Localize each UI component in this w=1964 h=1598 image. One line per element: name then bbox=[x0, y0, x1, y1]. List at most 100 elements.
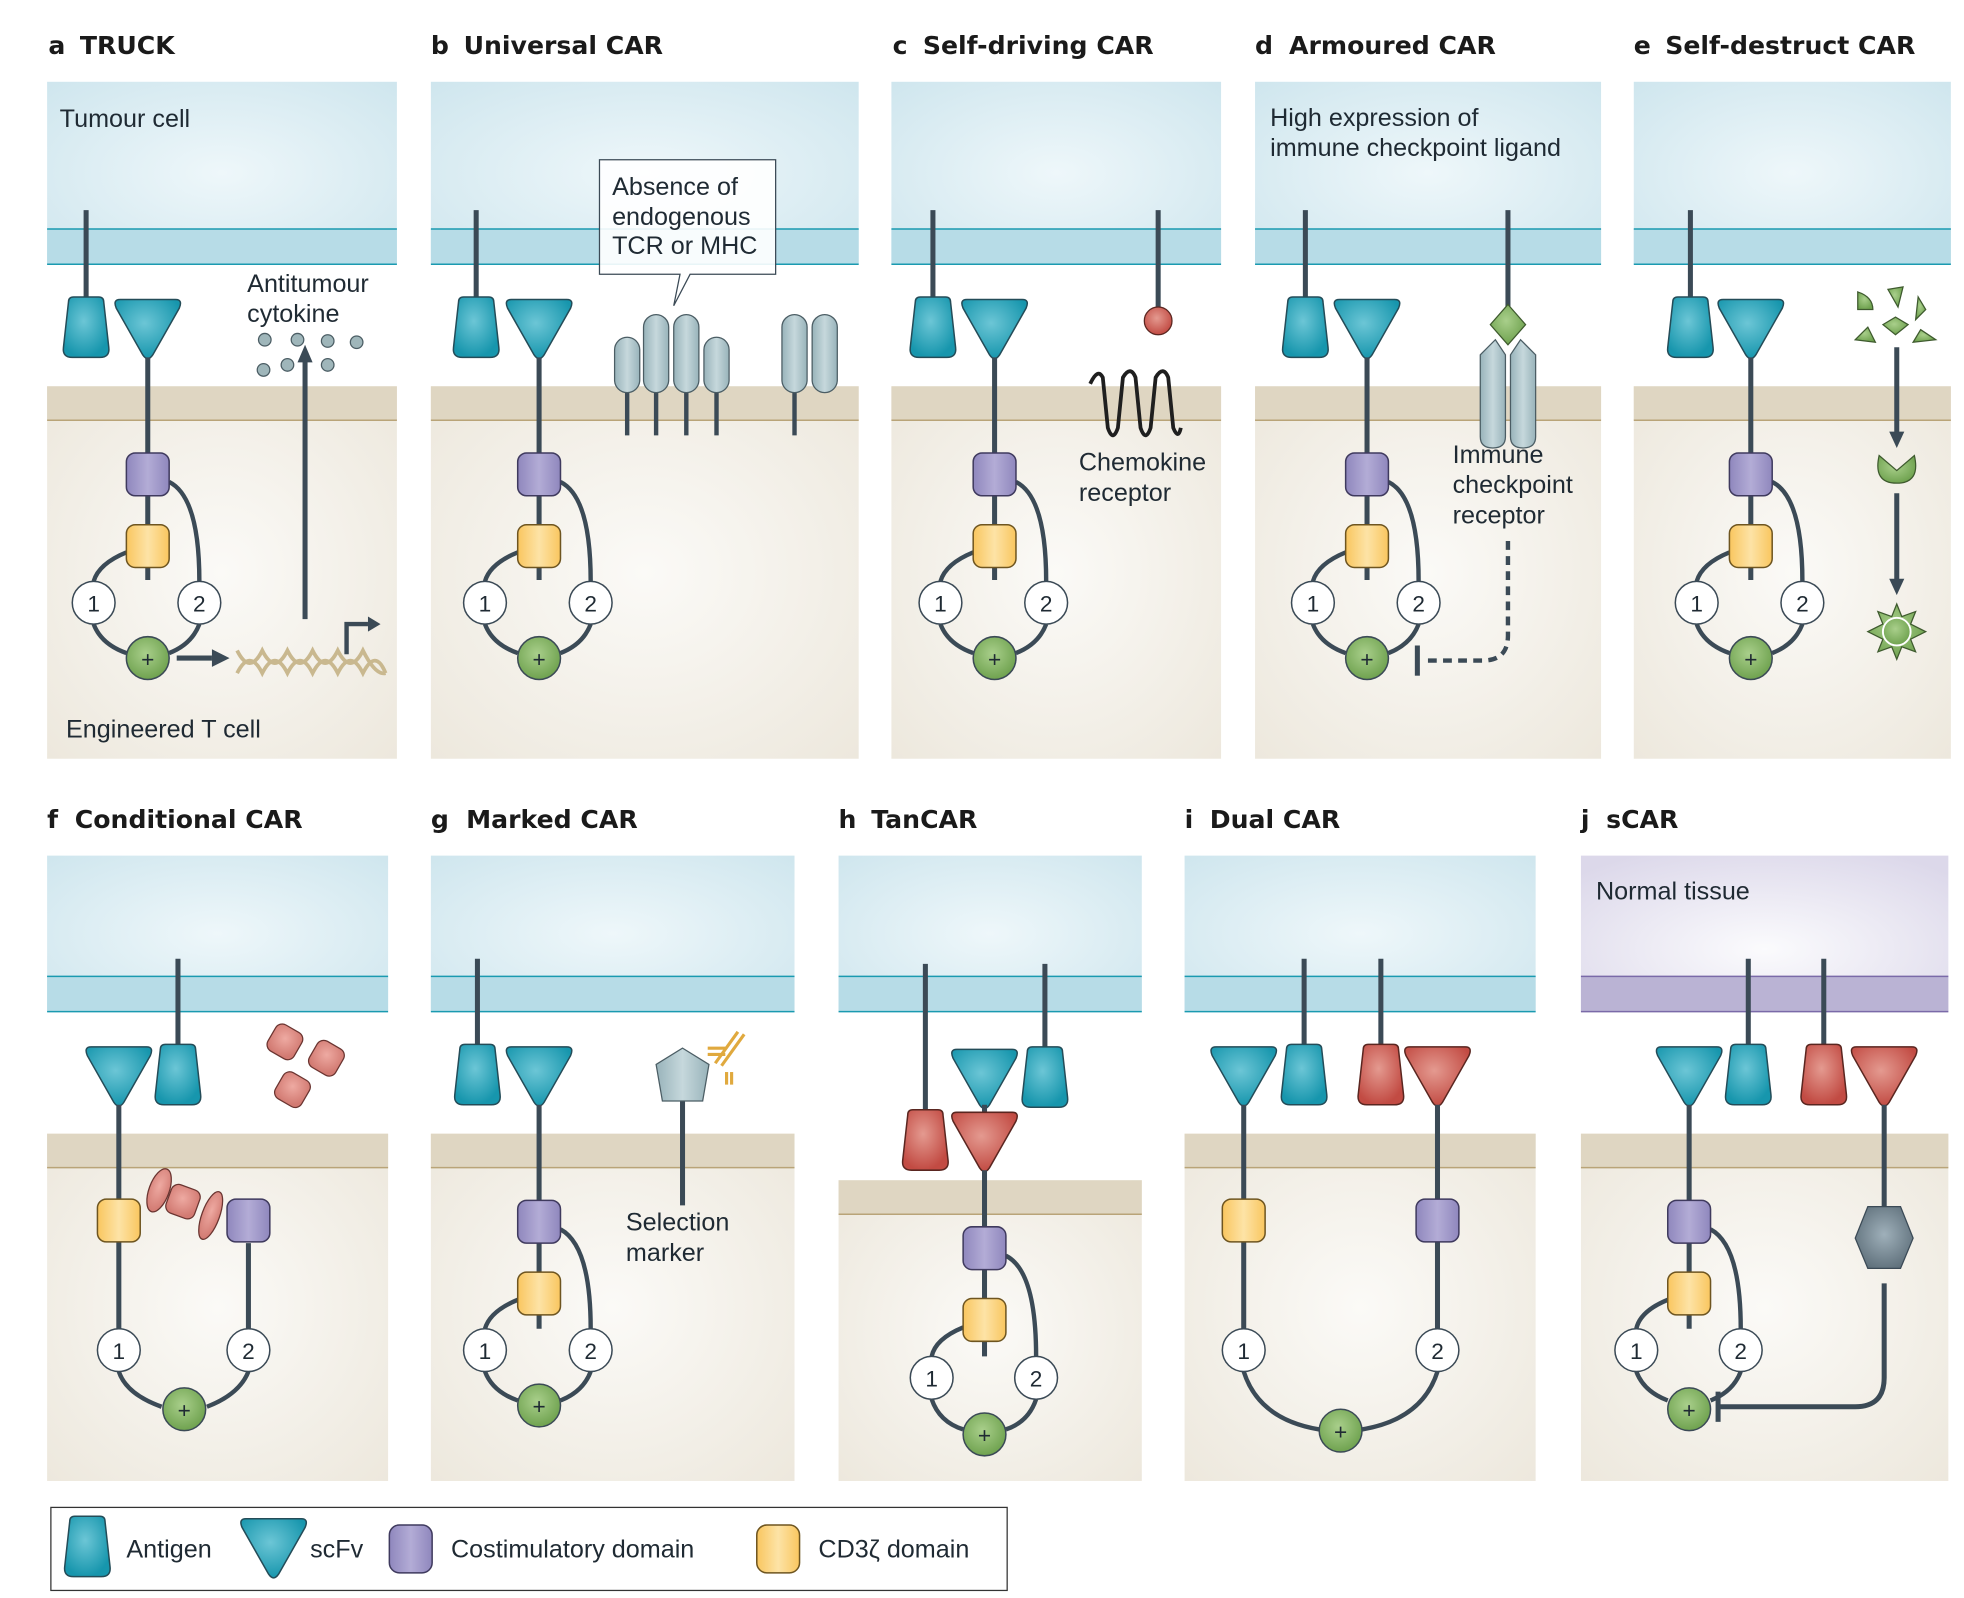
costimulatory-domain-icon bbox=[226, 1198, 271, 1243]
signal-1-label: 1 bbox=[934, 591, 947, 616]
panel-h-tancar: h TanCAR 1 2 + bbox=[838, 805, 1142, 1481]
signal-1-label: 1 bbox=[1690, 591, 1703, 616]
scfv-icon bbox=[505, 1046, 573, 1107]
signal-1-label: 1 bbox=[1630, 1339, 1643, 1364]
t-cell-membrane bbox=[47, 386, 397, 421]
legend-scfv-label: scFv bbox=[310, 1536, 364, 1564]
panel-b-universal-car: b Universal CAR 1 2 + bbox=[430, 31, 859, 759]
panel-c-letter: c bbox=[893, 31, 908, 60]
antigen-icon bbox=[154, 1043, 202, 1106]
costimulatory-domain-icon bbox=[1344, 452, 1390, 497]
activation-label: + bbox=[1360, 647, 1373, 672]
panel-g-letter: g bbox=[431, 805, 449, 834]
tumour-cell-label: Tumour cell bbox=[60, 105, 190, 133]
panel-i-letter: i bbox=[1185, 805, 1194, 834]
panel-j-letter: j bbox=[1580, 805, 1590, 834]
panel-j-title: sCAR bbox=[1606, 805, 1678, 834]
signal-1-label: 1 bbox=[113, 1339, 126, 1364]
panel-e-letter: e bbox=[1634, 31, 1651, 60]
selection-marker-label-1: Selection bbox=[626, 1209, 730, 1237]
legend-box bbox=[50, 1506, 1008, 1592]
chemokine-icon bbox=[1143, 306, 1173, 336]
antigen-2-icon bbox=[1357, 1043, 1405, 1106]
antigen-icon bbox=[1281, 296, 1329, 359]
scfv-icon bbox=[961, 298, 1029, 360]
checkpoint-ligand-icon bbox=[1489, 303, 1527, 346]
antitumour-label-1: Antitumour bbox=[247, 270, 369, 298]
antigen-icon bbox=[453, 1043, 501, 1106]
legend: Antigen scFv Costimulatory domain CD3ζ d… bbox=[50, 1506, 1008, 1592]
cd3z-domain-icon bbox=[1221, 1198, 1266, 1243]
panel-b-letter: b bbox=[431, 31, 449, 60]
checkpoint-receptor-icon bbox=[1479, 338, 1537, 449]
panel-i-dual-car: i Dual CAR 1 2 + bbox=[1184, 805, 1536, 1481]
caspase-icon bbox=[1877, 454, 1917, 484]
cd3z-domain-icon bbox=[516, 523, 562, 569]
engineered-t-cell-label: Engineered T cell bbox=[66, 715, 261, 743]
panel-e-title: Self-destruct CAR bbox=[1665, 31, 1915, 60]
activation-label: + bbox=[988, 647, 1001, 672]
signal-2-label: 2 bbox=[1030, 1367, 1043, 1392]
chemokine-label-1: Chemokine bbox=[1079, 449, 1206, 477]
panel-i-title: Dual CAR bbox=[1210, 805, 1340, 834]
scfv-icon bbox=[505, 298, 573, 360]
chemokine-receptor-icon bbox=[1088, 369, 1183, 438]
antigen-icon bbox=[62, 296, 110, 359]
signal-2-label: 2 bbox=[242, 1339, 255, 1364]
activation-label: + bbox=[1744, 647, 1757, 672]
panel-g-marked-car: g Marked CAR 1 2 + Selection marker bbox=[430, 805, 795, 1481]
dimerizer-drug-icon bbox=[146, 1023, 345, 1240]
signal-1-label: 1 bbox=[479, 1339, 492, 1364]
panel-d-letter: d bbox=[1255, 31, 1273, 60]
signal-2-label: 2 bbox=[193, 591, 206, 616]
apoptosis-icon bbox=[1866, 602, 1928, 662]
legend-costim-label: Costimulatory domain bbox=[451, 1536, 694, 1564]
signal-2-label: 2 bbox=[1431, 1339, 1444, 1364]
panel-h-title: TanCAR bbox=[871, 805, 977, 834]
callout-box bbox=[598, 159, 777, 307]
costimulatory-domain-icon bbox=[516, 1199, 562, 1244]
panel-g-title: Marked CAR bbox=[466, 805, 638, 834]
scfv-2-icon bbox=[1850, 1046, 1918, 1107]
inhibition-arrow bbox=[1422, 541, 1511, 663]
scfv-icon bbox=[1333, 298, 1401, 360]
signal-2-label: 2 bbox=[1040, 591, 1053, 616]
panel-f-letter: f bbox=[47, 805, 59, 834]
checkpoint-label-2: checkpoint bbox=[1453, 471, 1573, 499]
panel-f-title: Conditional CAR bbox=[75, 805, 303, 834]
cd3z-domain-icon bbox=[972, 523, 1017, 569]
antigen-icon bbox=[63, 1515, 111, 1578]
scfv-icon bbox=[1655, 1046, 1723, 1107]
signal-2-label: 2 bbox=[1412, 591, 1425, 616]
panel-a-truck: a TRUCK Tumour cell 1 2 + bbox=[47, 31, 397, 759]
callout-line-2: endogenous bbox=[612, 203, 751, 231]
costimulatory-domain-icon bbox=[1728, 452, 1773, 497]
checkpoint-label-3: receptor bbox=[1453, 501, 1545, 529]
callout-line-1: Absence of bbox=[612, 173, 739, 201]
legend-antigen-label: Antigen bbox=[126, 1536, 211, 1564]
costimulatory-domain-icon bbox=[516, 452, 562, 497]
scfv-icon bbox=[1210, 1046, 1278, 1107]
costimulatory-domain-icon bbox=[962, 1226, 1007, 1271]
cd3z-domain-icon bbox=[96, 1198, 141, 1243]
signal-1-label: 1 bbox=[1237, 1339, 1250, 1364]
dna-icon bbox=[235, 646, 388, 678]
activation-label: + bbox=[532, 647, 545, 672]
scfv-icon bbox=[85, 1046, 153, 1107]
panel-e-self-destruct-car: e Self-destruct CAR 1 2 + bbox=[1633, 31, 1951, 759]
activation-label: + bbox=[141, 647, 154, 672]
antigen-icon bbox=[1280, 1043, 1328, 1106]
inhibitory-domain-icon bbox=[1854, 1206, 1914, 1269]
high-expression-label-2: immune checkpoint ligand bbox=[1270, 134, 1561, 162]
panel-h-letter: h bbox=[839, 805, 857, 834]
antigen-icon bbox=[1666, 296, 1714, 359]
activation-label: + bbox=[1683, 1398, 1696, 1423]
costimulatory-domain-icon bbox=[1415, 1198, 1460, 1243]
legend-cd3z-label: CD3ζ domain bbox=[818, 1536, 969, 1564]
normal-tissue-label: Normal tissue bbox=[1596, 878, 1750, 906]
scfv-icon bbox=[951, 1048, 1018, 1110]
panel-d-title: Armoured CAR bbox=[1289, 31, 1496, 60]
t-cell-region bbox=[47, 386, 397, 759]
panel-c-self-driving-car: c Self-driving CAR 1 2 + Chemokine recep… bbox=[891, 31, 1222, 759]
